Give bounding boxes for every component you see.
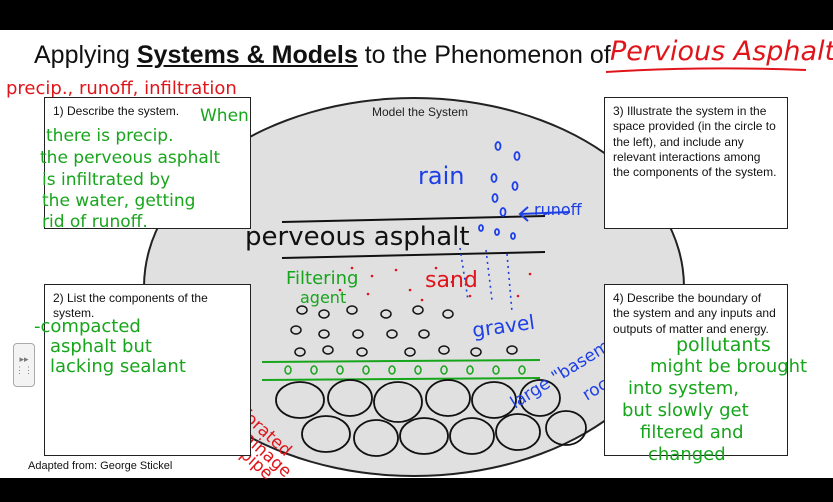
box4-answer-line-1: pollutants [676,334,771,356]
side-panel-toggle[interactable]: ▸▸ ⋮⋮ [13,343,35,387]
box4-prompt: 4) Describe the boundary of the system a… [613,291,776,336]
box-list-components: 2) List the components of the system. [44,284,251,456]
runoff-label: runoff [534,200,582,219]
title-handwritten: Pervious Asphalt [610,36,833,67]
box-describe-system: 1) Describe the system. [44,97,251,229]
title-bold: Systems & Models [136,41,358,69]
filtering-agent-label-1: Filtering [286,268,359,289]
box-illustrate-system: 3) Illustrate the system in the space pr… [604,97,788,229]
asphalt-label: perveous asphalt [245,222,470,252]
filtering-agent-label-2: agent [300,288,347,307]
box1-answer-line-1: When [200,106,249,126]
title-prefix: Applying [34,41,137,69]
title-suffix: to the Phenomenon of [357,41,611,69]
sand-label: sand [425,268,478,293]
box3-prompt: 3) Illustrate the system in the space pr… [613,104,777,180]
subtitle-handwritten: precip., runoff, infiltration [6,78,237,99]
top-black-bar [0,0,833,30]
box4-answer-line-6: changed [648,444,726,465]
box1-answer-line-4: is infiltrated by [42,170,171,190]
box1-answer-line-5: the water, getting [42,191,196,211]
box2-answer-line-3: lacking sealant [50,356,186,377]
box2-answer-line-1: -compacted [34,316,141,337]
box4-answer-line-3: into system, [628,378,739,399]
bottom-black-bar [0,478,833,502]
grip-icon: ⋮⋮ [15,365,33,375]
box4-answer-line-4: but slowly get [622,400,749,421]
box-describe-boundary: 4) Describe the boundary of the system a… [604,284,788,456]
box1-answer-line-3: the perveous asphalt [40,148,221,168]
box4-answer-line-2: might be brought [650,356,808,377]
box4-answer-line-5: filtered and [640,422,744,443]
box1-answer-line-2: there is precip. [46,126,174,146]
rain-label: rain [418,162,465,190]
box1-prompt: 1) Describe the system. [53,104,180,118]
fast-forward-icon: ▸▸ [19,354,29,364]
box2-answer-line-2: asphalt but [50,336,152,357]
slide-title: Applying Systems & Models to the Phenome… [34,41,611,70]
model-label: Model the System [372,105,469,119]
box1-answer-line-6: rid of runoff. [42,212,148,232]
box2-prompt: 2) List the components of the system. [53,291,208,321]
attribution-text: Adapted from: George Stickel [28,460,173,472]
